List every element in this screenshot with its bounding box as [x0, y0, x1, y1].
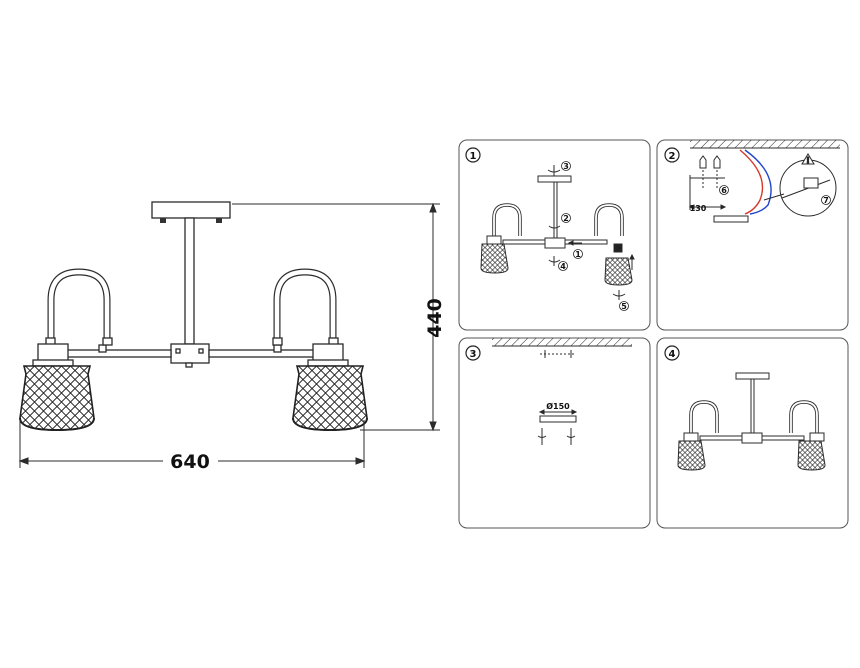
svg-text:4: 4 [560, 262, 566, 271]
center-stem [184, 217, 195, 345]
left-arc [47, 268, 111, 344]
right-glass-shade [292, 365, 368, 431]
step-3-illustration [492, 338, 632, 445]
left-glass-shade [19, 365, 95, 431]
svg-text:3: 3 [563, 162, 569, 171]
step-1-markers: 3 2 1 4 5 [558, 161, 629, 311]
svg-text:!: ! [806, 156, 810, 165]
ceiling-canopy [151, 201, 231, 219]
height-label: 440 [424, 298, 446, 338]
height-dimension [232, 202, 440, 432]
svg-text:5: 5 [621, 302, 627, 311]
right-arm [208, 349, 315, 358]
step-3-dimension: Ø150 [546, 401, 570, 411]
step-2-illustration: ! [688, 140, 840, 223]
step-2-markers: 6 7 [719, 185, 831, 205]
svg-text:1: 1 [470, 151, 477, 162]
width-dimension [18, 420, 366, 468]
svg-text:3: 3 [470, 349, 477, 360]
svg-text:2: 2 [563, 214, 569, 223]
step-2-dimension: 130 [690, 204, 707, 213]
step-1-panel [458, 139, 651, 331]
step-3-panel [458, 337, 651, 529]
width-label: 640 [170, 451, 210, 473]
step-4-badge: 4 [664, 345, 680, 361]
step-1-badge: 1 [465, 147, 481, 163]
main-fixture-drawing [32, 201, 349, 368]
step-4-illustration [677, 372, 826, 471]
svg-text:7: 7 [823, 196, 829, 205]
svg-text:2: 2 [669, 151, 676, 162]
right-arc [273, 268, 337, 344]
svg-text:1: 1 [575, 250, 581, 259]
step-2-badge: 2 [664, 147, 680, 163]
left-arm [65, 349, 172, 358]
step-3-badge: 3 [465, 345, 481, 361]
step-1-illustration [480, 165, 635, 300]
svg-text:4: 4 [669, 349, 676, 360]
step-4-panel [656, 337, 849, 529]
svg-text:6: 6 [721, 186, 727, 195]
